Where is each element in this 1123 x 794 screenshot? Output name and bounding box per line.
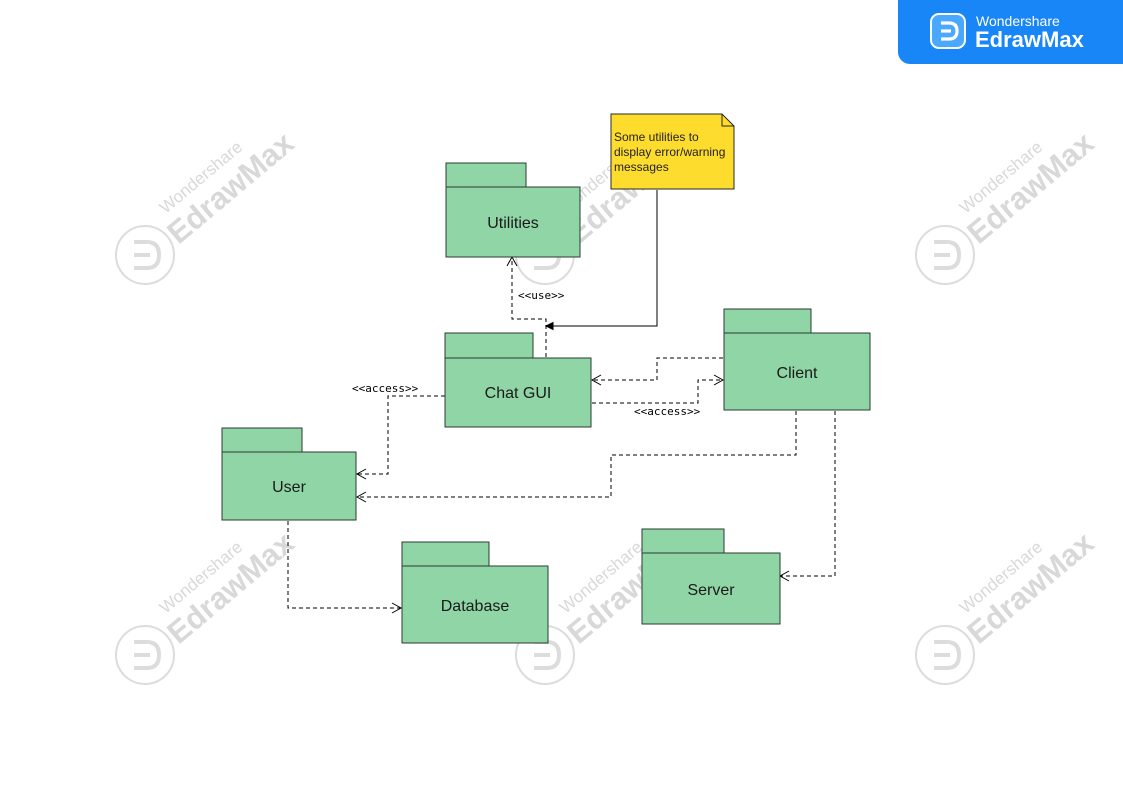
package-client[interactable]: Client [723,308,871,411]
watermark: Wondershare EdrawMax [914,525,1101,686]
package-label: Utilities [487,215,539,232]
edge-client-chat[interactable] [590,357,723,386]
watermark-logo-icon [914,224,976,286]
package-label: User [272,479,306,496]
note-line: messages [614,160,669,174]
package-label: Client [777,365,818,382]
edrawmax-logo-icon [930,13,966,49]
watermark: Wondershare EdrawMax [914,125,1101,286]
watermark-logo-icon [114,624,176,686]
edge-label-use: <<use>> [518,289,565,302]
package-label: Chat GUI [485,385,552,402]
edge-access-client[interactable] [592,374,725,404]
note-line: Some utilities to [614,130,699,144]
brand-badge[interactable]: Wondershare EdrawMax [898,0,1123,64]
watermark-group: Wondershare EdrawMax Wondershare EdrawMa… [114,125,1101,686]
package-utilities[interactable]: Utilities [445,162,581,258]
watermark: Wondershare EdrawMax [114,525,301,686]
package-database[interactable]: Database [401,541,549,644]
edge-note-link[interactable] [544,190,658,331]
package-server[interactable]: Server [641,528,781,625]
brand-bottom-text: EdrawMax [975,27,1084,52]
edge-access-user[interactable] [355,395,445,480]
note-line: display error/warning [614,145,725,159]
edge-user-database[interactable] [287,521,403,614]
edge-client-user[interactable] [355,411,797,503]
package-user[interactable]: User [221,427,357,521]
edge-client-server[interactable] [778,411,836,582]
edge-label-access-client: <<access>> [634,405,701,418]
package-chat-gui[interactable]: Chat GUI [444,332,592,428]
note-utilities[interactable]: Some utilities to display error/warning … [610,113,735,190]
watermark: Wondershare EdrawMax [114,125,301,286]
edge-label-access-user: <<access>> [352,382,419,395]
watermark-logo-icon [914,624,976,686]
package-label: Database [441,598,510,615]
package-label: Server [687,582,735,599]
brand-top-text: Wondershare [976,13,1060,29]
watermark-logo-icon [114,224,176,286]
